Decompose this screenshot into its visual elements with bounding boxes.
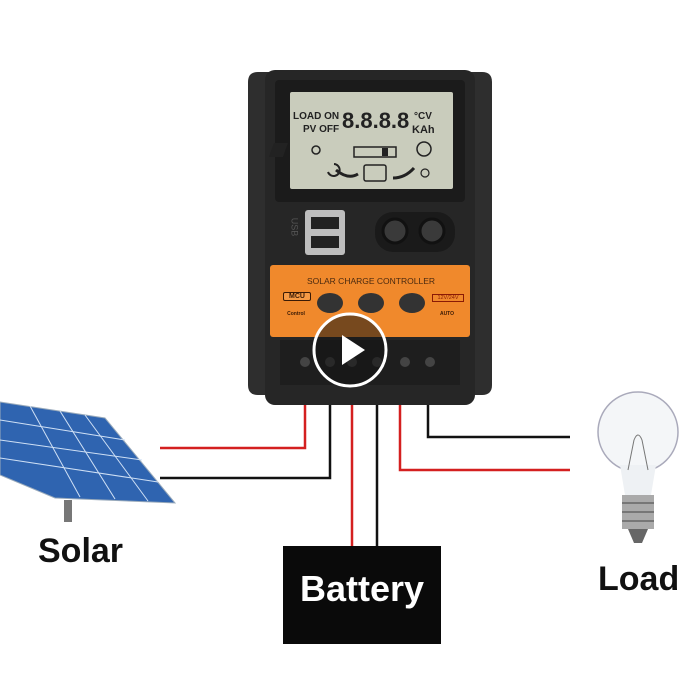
up-button <box>358 293 384 313</box>
lcd-load-on: LOAD ON <box>293 111 340 122</box>
solar-panel-lcd-icon <box>268 143 288 157</box>
auto-label: AUTO <box>439 311 455 317</box>
bulb-lcd-icon <box>416 141 432 157</box>
light-bulb-icon <box>597 391 679 543</box>
lcd-screen <box>290 92 453 189</box>
dc-socket <box>381 217 409 245</box>
lcd-unit-bottom: KAh <box>412 124 435 136</box>
solar-panel-icon <box>0 401 177 522</box>
battery-level-icon <box>353 146 397 158</box>
battery-box <box>283 546 441 644</box>
usb-label: USB <box>289 217 300 237</box>
sun-icon <box>311 145 321 155</box>
voltage-label: 12V/24V <box>432 294 464 302</box>
mcu-sub-label: Control <box>287 311 305 317</box>
clock-icon <box>420 168 430 178</box>
down-button <box>399 293 425 313</box>
dc-socket <box>418 217 446 245</box>
arrow-in-icon <box>335 168 359 178</box>
lcd-digits: 8.8.8.8 <box>342 108 410 133</box>
lcd-unit-top: °CV <box>414 111 432 122</box>
load-label: Load <box>598 560 680 598</box>
solar-label: Solar <box>38 532 124 570</box>
battery-face-icon <box>363 164 387 182</box>
mcu-label: MCU <box>283 292 311 301</box>
battery-label: Battery <box>299 568 425 609</box>
lcd-pv-off: PV OFF <box>303 124 340 135</box>
menu-button <box>317 293 343 313</box>
video-play-button[interactable] <box>312 312 388 388</box>
usb-ports <box>305 210 345 255</box>
play-icon <box>342 335 365 365</box>
panel-title: SOLAR CHARGE CONTROLLER <box>307 276 435 286</box>
arrow-out-icon <box>392 166 416 180</box>
